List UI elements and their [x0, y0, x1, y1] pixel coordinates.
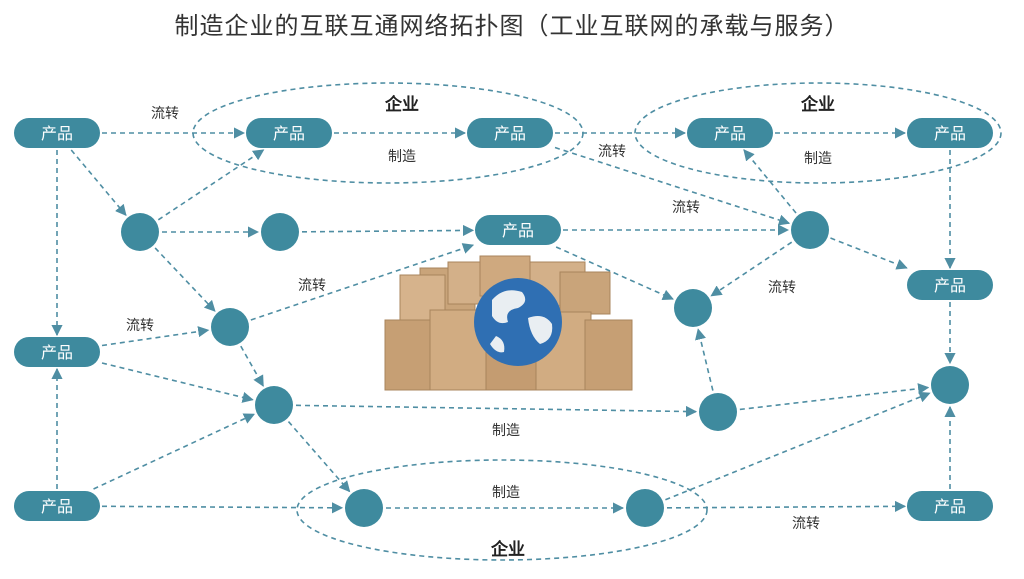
edge-c4-c9	[287, 421, 351, 493]
product-node: 产品	[14, 337, 100, 367]
hub-node	[211, 308, 249, 346]
product-node: 产品	[467, 118, 553, 148]
edge-c2-pF	[301, 224, 475, 237]
edge-pC-c5	[554, 146, 791, 226]
edges-layer	[51, 127, 956, 514]
edge-c7-c6	[695, 328, 714, 391]
product-node-label: 产品	[502, 221, 534, 240]
product-node-label: 产品	[934, 124, 966, 143]
enterprise-ring-top-right	[634, 82, 1002, 184]
product-node-label: 产品	[934, 276, 966, 295]
product-node-label: 产品	[41, 497, 73, 516]
make-label: 制造	[804, 151, 832, 167]
flow-label: 流转	[598, 144, 626, 160]
hub-node	[345, 489, 383, 527]
product-node-label: 产品	[494, 124, 526, 143]
edge-c7-c8	[739, 383, 930, 411]
edge-pI-c9	[101, 502, 344, 514]
edge-c10-c8	[665, 391, 931, 501]
product-node-label: 产品	[41, 124, 73, 143]
product-node: 产品	[907, 491, 993, 521]
product-node-shape	[246, 118, 332, 148]
enterprise-label: 企业	[384, 94, 419, 115]
flow-label: 流转	[151, 106, 179, 122]
hub-node	[261, 213, 299, 251]
edge-pA-c1	[70, 149, 127, 216]
product-node-label: 产品	[273, 124, 305, 143]
product-node: 产品	[687, 118, 773, 148]
edge-pF-c6	[555, 246, 674, 301]
diagram-title: 制造企业的互联互通网络拓扑图（工业互联网的承载与服务）	[174, 12, 850, 40]
edge-c3-c4	[240, 345, 264, 387]
edge-c10-pJ	[666, 500, 907, 512]
edge-c4-c7	[295, 404, 698, 418]
product-node-shape	[475, 215, 561, 245]
enterprise-label: 企业	[800, 94, 835, 115]
hub-node	[674, 289, 712, 327]
make-label: 制造	[388, 149, 416, 165]
hub-node	[121, 213, 159, 251]
product-node-shape	[14, 118, 100, 148]
make-label: 制造	[492, 423, 520, 439]
hub-node	[931, 366, 969, 404]
edge-pG-c4	[101, 362, 254, 403]
product-node-shape	[14, 337, 100, 367]
product-node-shape	[907, 491, 993, 521]
enterprise-ring-bottom	[296, 459, 708, 561]
flow-label: 流转	[672, 200, 700, 216]
nodes-layer: 产品产品产品产品产品产品产品产品产品产品	[14, 118, 993, 527]
edge-c1-c3	[154, 247, 216, 312]
product-node-label: 产品	[934, 497, 966, 516]
product-node-label: 产品	[714, 124, 746, 143]
edge-pG-c3	[101, 326, 210, 347]
edge-pI-c4	[93, 413, 256, 490]
product-node: 产品	[246, 118, 332, 148]
product-node: 产品	[14, 491, 100, 521]
flow-label: 流转	[768, 280, 796, 296]
product-node-shape	[907, 118, 993, 148]
edge-c5-pD	[743, 149, 797, 214]
make-label: 制造	[492, 485, 520, 501]
flow-label: 流转	[792, 516, 820, 532]
edge-c1-pB	[157, 149, 265, 221]
product-node: 产品	[907, 270, 993, 300]
flow-label: 流转	[126, 318, 154, 334]
product-node-shape	[687, 118, 773, 148]
product-node: 产品	[475, 215, 561, 245]
edge-c5-c6	[710, 241, 793, 297]
edge-c3-pF	[250, 243, 475, 321]
hub-node	[626, 489, 664, 527]
hub-node	[699, 393, 737, 431]
product-node: 产品	[907, 118, 993, 148]
globe-boxes-image	[384, 255, 633, 391]
hub-node	[255, 386, 293, 424]
labels-layer: 流转制造流转制造流转流转流转流转制造制造流转企业企业企业	[126, 94, 835, 560]
enterprise-label: 企业	[490, 539, 525, 560]
product-node-shape	[14, 491, 100, 521]
product-node-shape	[467, 118, 553, 148]
product-node: 产品	[14, 118, 100, 148]
product-node-shape	[907, 270, 993, 300]
product-node-label: 产品	[41, 343, 73, 362]
hub-node	[791, 211, 829, 249]
flow-label: 流转	[298, 278, 326, 294]
edge-c5-pH	[830, 237, 908, 270]
